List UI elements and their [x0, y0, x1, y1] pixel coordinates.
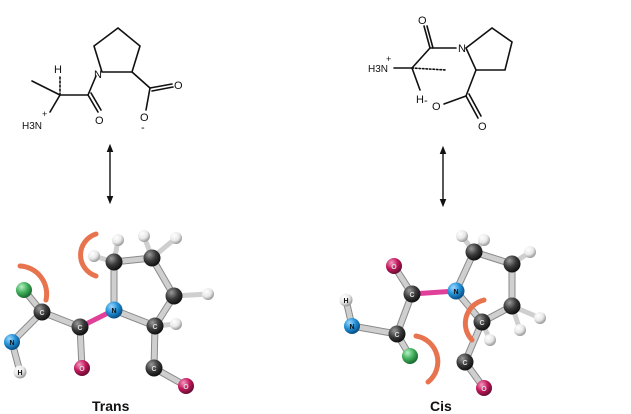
cis-carboxyl-o-left-label: O [432, 101, 441, 113]
trans-model-c-ring: C [152, 324, 157, 331]
trans-model-c-carbonyl: C [77, 325, 82, 332]
cis-amine-charge: + [386, 54, 391, 64]
trans-amine-label: H3N [22, 121, 42, 132]
cis-model-c-carbonyl: C [409, 292, 414, 299]
cis-model-c-carboxyl: C [462, 360, 467, 367]
trans-ball-and-stick-model: N H C C O N C C O Trans [4, 230, 214, 414]
cis-h-bottom-label: H [416, 94, 424, 106]
trans-steric-arc-top [78, 231, 99, 279]
trans-ring-n-label: N [94, 69, 102, 81]
trans-carboxyl-o-top-label: O [174, 80, 183, 92]
cis-model-c-alpha: C [394, 332, 399, 339]
trans-model-h-amine: H [17, 370, 22, 377]
trans-amine-charge: + [42, 109, 47, 119]
trans-steric-arc-left [17, 263, 50, 303]
cis-steric-arc-bottom [413, 333, 441, 385]
trans-h-top-label: H [54, 64, 62, 76]
cis-model-o-carbonyl: O [391, 264, 397, 271]
cis-carboxyl-o-bottom-label: O [478, 121, 487, 133]
trans-carboxyl-charge: - [141, 122, 145, 134]
cis-carboxyl-charge: - [424, 95, 428, 107]
cis-caption: Cis [430, 398, 452, 414]
cis-model-c-ring: C [479, 320, 484, 327]
cis-steric-arc-ring [462, 297, 487, 343]
trans-model-o-carbonyl: O [79, 366, 85, 373]
trans-carboxyl-o-bottom-label: O [140, 112, 149, 124]
cis-model-h-amine: H [343, 298, 348, 305]
trans-model-n-amine: N [9, 340, 14, 347]
trans-model-n-ring: N [111, 308, 116, 315]
cis-ball-and-stick-model: H N O C C N C C O Cis [339, 230, 546, 414]
cis-amine-label: H3N [368, 64, 388, 75]
cis-ring-n-label: N [458, 43, 466, 55]
cis-model-n-amine: N [349, 324, 354, 331]
cis-carbonyl-o-label: O [418, 15, 427, 27]
trans-carbonyl-o-label: O [95, 115, 104, 127]
trans-model-c-carboxyl: C [151, 366, 156, 373]
trans-model-c-alpha: C [39, 310, 44, 317]
cis-structural-formula: H3N + O N H O - O [368, 15, 513, 133]
trans-caption: Trans [92, 398, 130, 414]
trans-model-o-carboxyl: O [183, 384, 189, 391]
trans-structural-formula: H H3N + N O O O - [22, 26, 183, 134]
cis-model-o-carboxyl: O [481, 386, 487, 393]
cis-model-n-ring: N [453, 289, 458, 296]
